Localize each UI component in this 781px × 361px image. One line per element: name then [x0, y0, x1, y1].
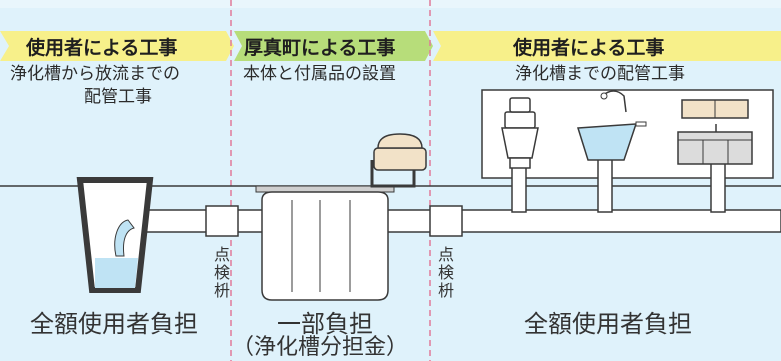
- inspection-box-right-shape: [429, 205, 463, 237]
- discharge-pit-icon: [76, 177, 154, 293]
- blower-icon: [370, 133, 427, 188]
- middle-cost-line1: 一部負担: [277, 310, 373, 338]
- middle-cost-line2: （浄化槽分担金）: [232, 335, 409, 360]
- bathtub-icon: [577, 90, 647, 161]
- middle-desc-line1: 本体と付属品の設置: [243, 64, 396, 84]
- septic-tank-icon: [255, 185, 395, 301]
- banner-left-label: 使用者による工事: [26, 37, 178, 59]
- banner-middle-label: 厚真町による工事: [244, 37, 396, 59]
- left-cost-label: 全額使用者負担: [30, 310, 198, 338]
- banner-middle: [234, 31, 433, 61]
- right-desc-line1: 浄化槽までの配管工事: [515, 64, 685, 84]
- right-cost-label: 全額使用者負担: [524, 310, 692, 338]
- top-strip: [0, 0, 781, 8]
- inspection-box-right-label: 点検枡: [437, 245, 454, 300]
- banner-left: [0, 31, 234, 61]
- toilet-icon: [501, 97, 539, 169]
- inspection-box-left-shape: [205, 205, 239, 237]
- inspection-box-left-label: 点検枡: [213, 245, 230, 300]
- banner-right-label: 使用者による工事: [513, 37, 665, 59]
- kitchen-sink-icon: [677, 99, 753, 165]
- left-desc-line1: 浄化槽から放流までの: [10, 64, 180, 84]
- left-desc-line2: 配管工事: [84, 87, 152, 107]
- banner-right: [433, 31, 781, 61]
